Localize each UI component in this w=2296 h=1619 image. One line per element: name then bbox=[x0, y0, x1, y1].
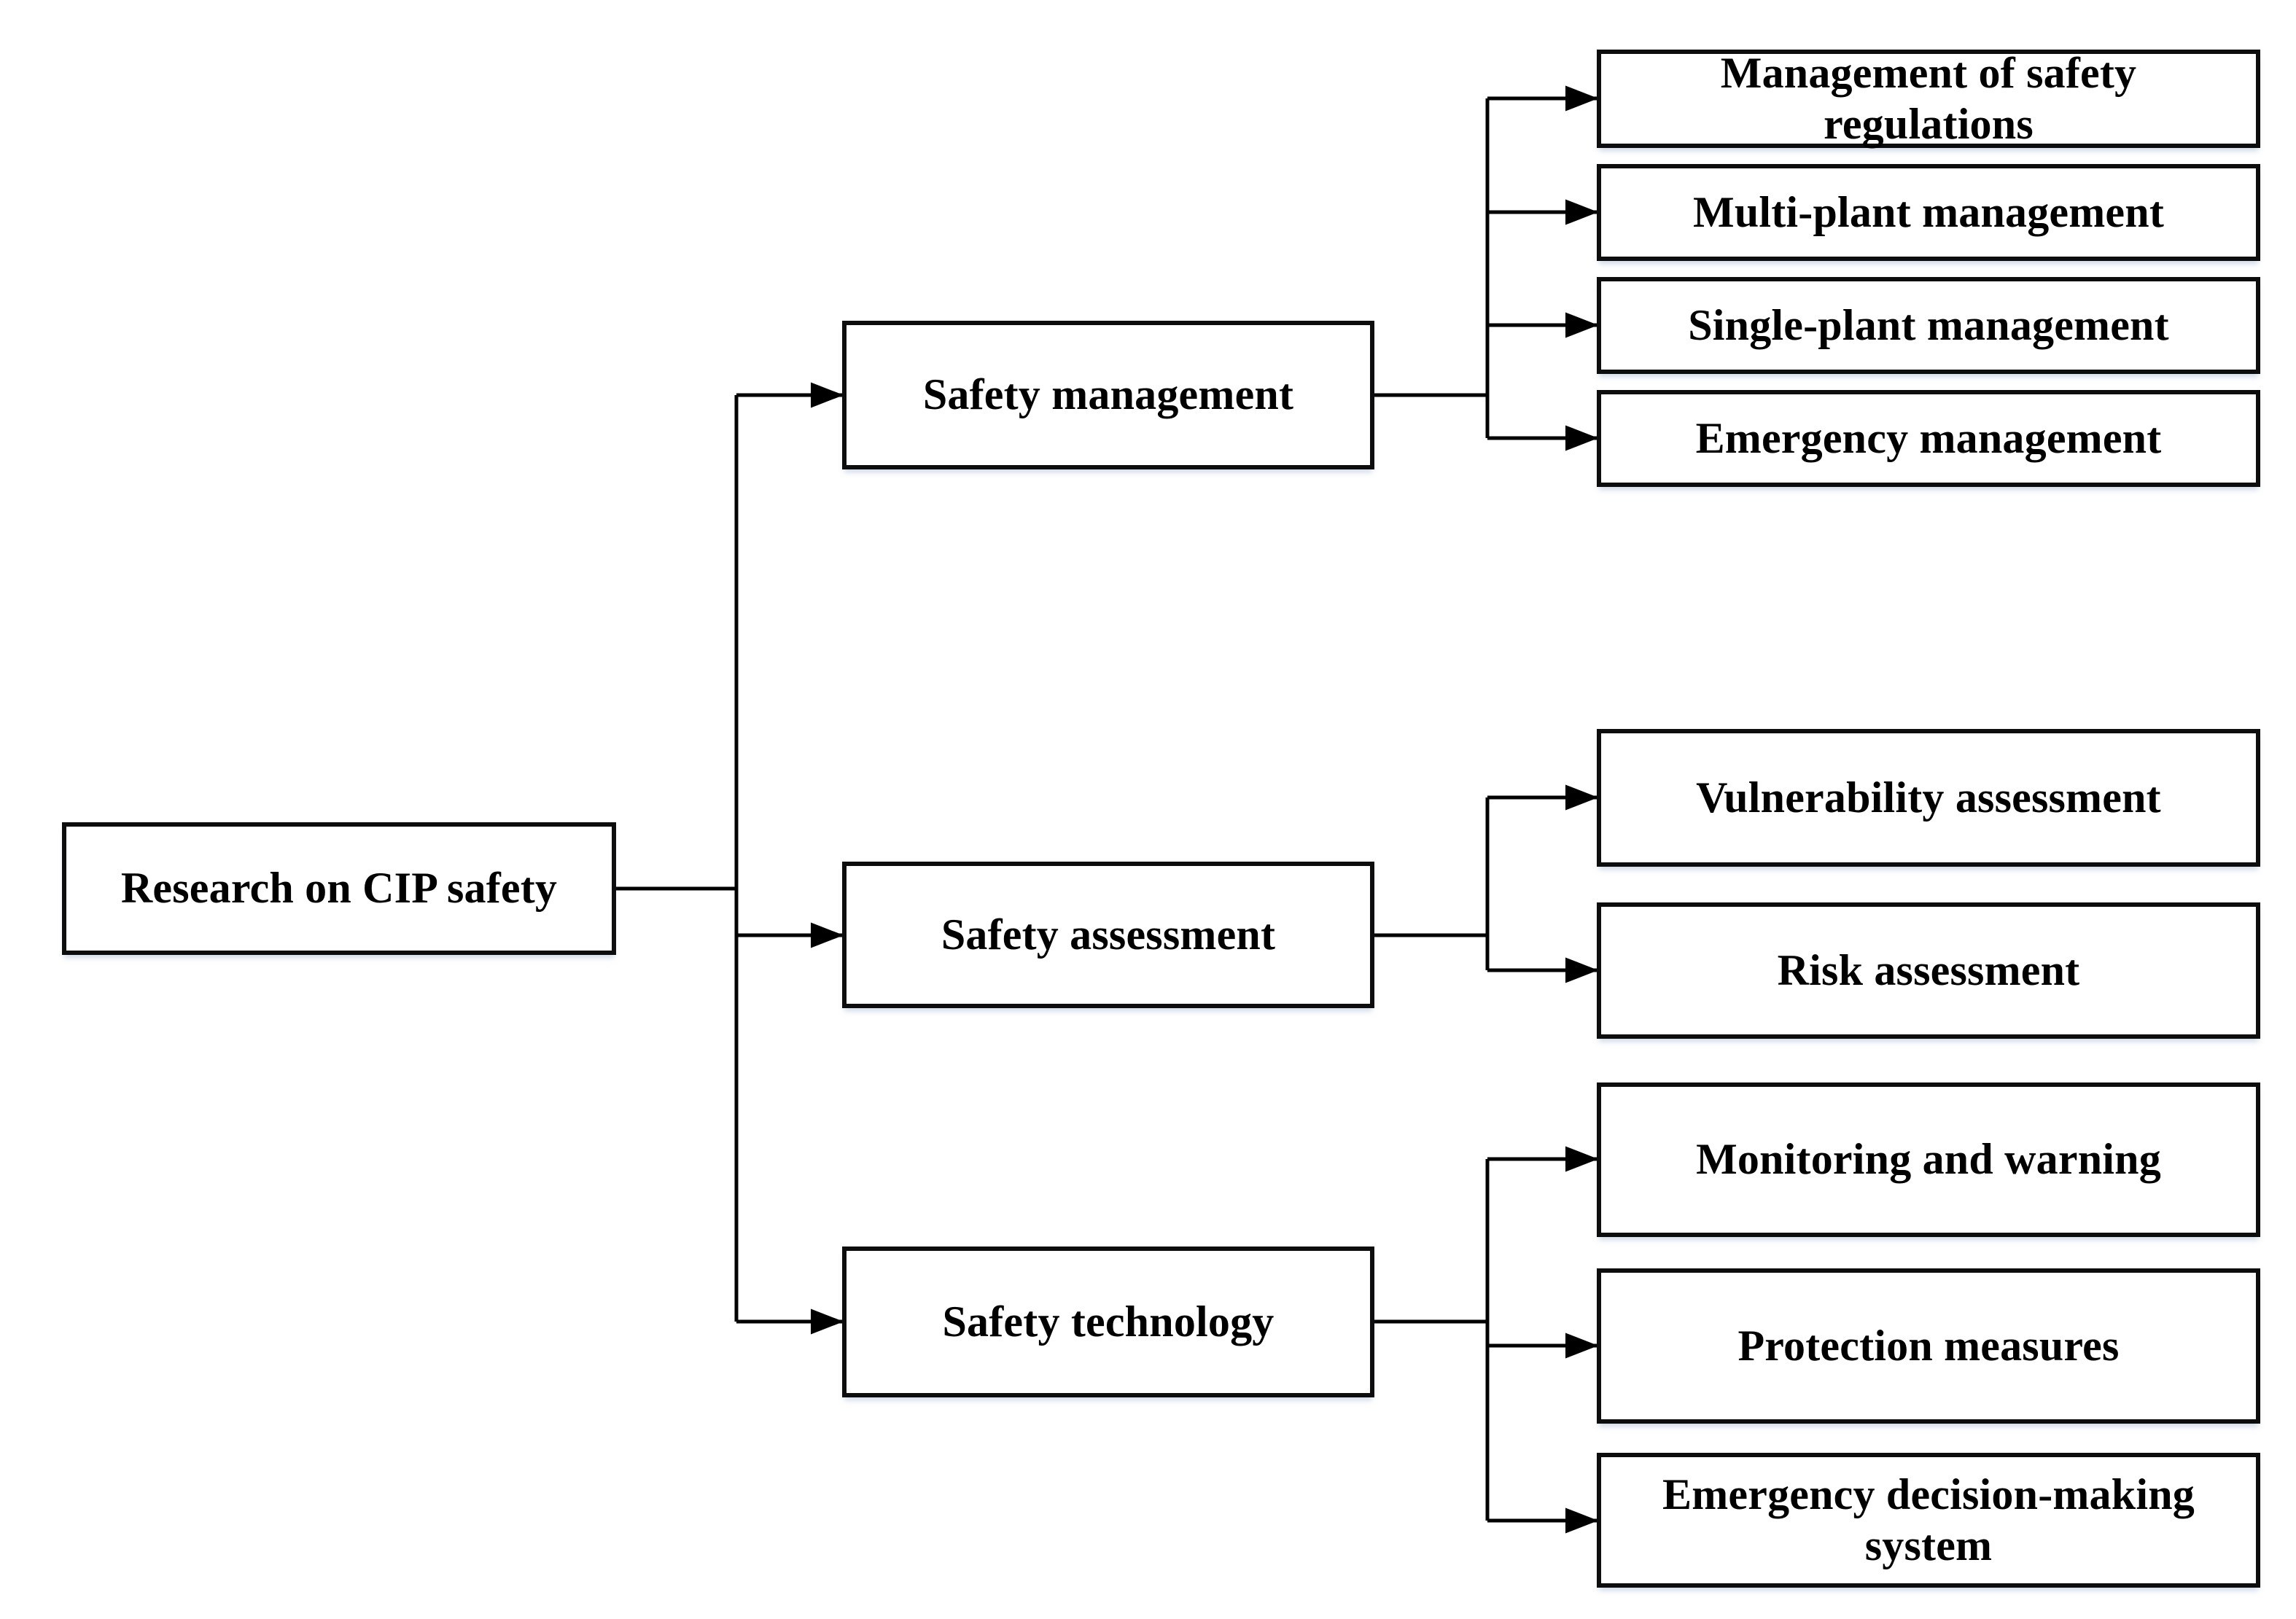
node-label: Safety management bbox=[922, 370, 1294, 419]
node-label: Risk assessment bbox=[1777, 945, 2080, 994]
node-label: Protection measures bbox=[1737, 1321, 2120, 1370]
node-label: Vulnerability assessment bbox=[1696, 773, 2161, 822]
node-label: Single-plant management bbox=[1688, 300, 2169, 349]
node-risk-assessment[interactable]: Risk assessment bbox=[1597, 902, 2260, 1039]
node-emergency-management[interactable]: Emergency management bbox=[1597, 390, 2260, 487]
node-safety-technology[interactable]: Safety technology bbox=[842, 1247, 1374, 1397]
node-single-plant-management[interactable]: Single-plant management bbox=[1597, 277, 2260, 374]
node-label: Safety technology bbox=[942, 1297, 1275, 1346]
node-root-research-on-cip-safety[interactable]: Research on CIP safety bbox=[62, 822, 616, 955]
node-emergency-decision-making-system[interactable]: Emergency decision-making system bbox=[1597, 1453, 2260, 1588]
node-vulnerability-assessment[interactable]: Vulnerability assessment bbox=[1597, 729, 2260, 867]
node-monitoring-and-warning[interactable]: Monitoring and warning bbox=[1597, 1082, 2260, 1237]
node-label: Emergency management bbox=[1695, 413, 2162, 462]
node-label: Emergency decision-making system bbox=[1662, 1470, 2195, 1569]
node-safety-assessment[interactable]: Safety assessment bbox=[842, 862, 1374, 1008]
node-label: Safety assessment bbox=[941, 910, 1276, 959]
node-label: Research on CIP safety bbox=[120, 864, 558, 913]
node-label: Monitoring and warning bbox=[1696, 1135, 2161, 1184]
node-label: Management of safety regulations bbox=[1720, 48, 2137, 148]
node-management-of-safety-regulations[interactable]: Management of safety regulations bbox=[1597, 48, 2260, 148]
node-multi-plant-management[interactable]: Multi-plant management bbox=[1597, 164, 2260, 261]
node-label: Multi-plant management bbox=[1692, 187, 2165, 236]
node-safety-management[interactable]: Safety management bbox=[842, 321, 1374, 469]
node-protection-measures[interactable]: Protection measures bbox=[1597, 1268, 2260, 1424]
